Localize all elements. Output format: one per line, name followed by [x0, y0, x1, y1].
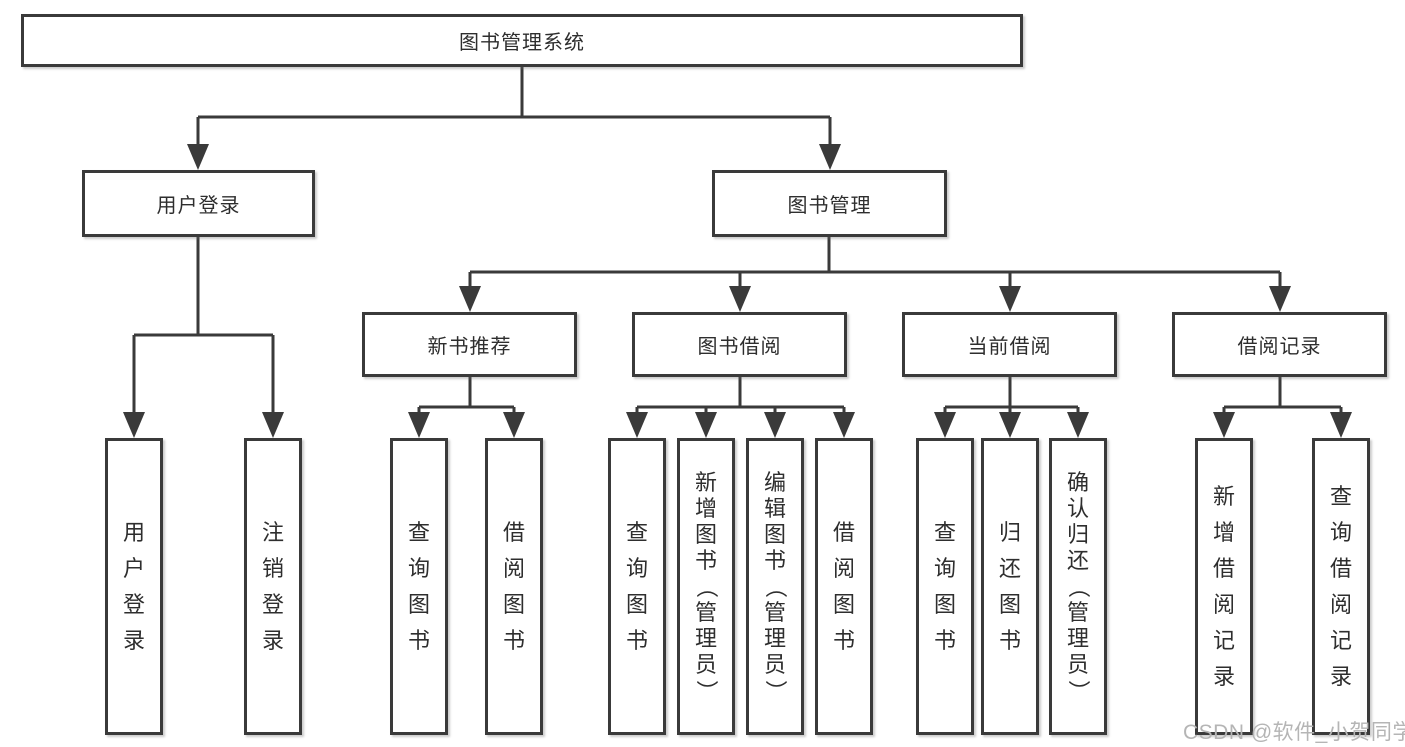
leaf-current-confirm-return-admin: 确认归还（管理员）: [1049, 438, 1107, 735]
leaf-recommend-query-books: 查询图书: [390, 438, 448, 735]
leaf-current-query-books: 查询图书: [916, 438, 974, 735]
leaf-borrow-query-books: 查询图书: [608, 438, 666, 735]
node-book-borrow: 图书借阅: [632, 312, 847, 377]
leaf-current-return-books: 归还图书: [981, 438, 1039, 735]
node-borrow-records: 借阅记录: [1172, 312, 1387, 377]
leaf-records-add-record: 新增借阅记录: [1195, 438, 1253, 735]
node-current-borrow: 当前借阅: [902, 312, 1117, 377]
leaf-borrow-borrow-books: 借阅图书: [815, 438, 873, 735]
leaf-borrow-add-books-admin: 新增图书（管理员）: [677, 438, 735, 735]
node-book-management: 图书管理: [712, 170, 947, 237]
leaf-records-query-record: 查询借阅记录: [1312, 438, 1370, 735]
leaf-user-login: 用户登录: [105, 438, 163, 735]
node-new-book-recommend: 新书推荐: [362, 312, 577, 377]
leaf-borrow-edit-books-admin: 编辑图书（管理员）: [746, 438, 804, 735]
csdn-watermark: CSDN @软件_小贺同学: [1183, 721, 1405, 744]
leaf-recommend-borrow-books: 借阅图书: [485, 438, 543, 735]
node-user-login: 用户登录: [82, 170, 315, 237]
node-root: 图书管理系统: [21, 14, 1023, 67]
leaf-logout: 注销登录: [244, 438, 302, 735]
